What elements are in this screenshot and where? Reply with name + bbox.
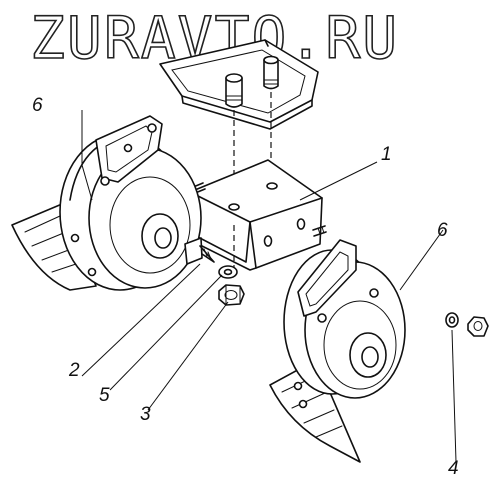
callout-washer-nut-set: 4 (448, 458, 459, 479)
callout-bracket: 1 (381, 144, 392, 165)
callout-washer: 5 (99, 385, 110, 406)
washer (218, 265, 238, 279)
washer-nut-set (445, 312, 489, 337)
watermark-text: ZURAVTO.RU (30, 4, 399, 72)
callout-nut: 3 (140, 404, 151, 425)
horn-left (11, 115, 215, 291)
leader-lines (81, 110, 457, 463)
callout-horn-right: 6 (437, 220, 448, 241)
horn-right (269, 239, 406, 463)
callout-bolt: 2 (68, 360, 80, 381)
callout-horn-left: 6 (32, 95, 43, 116)
nut (218, 284, 245, 306)
mounting-plate (159, 39, 319, 130)
